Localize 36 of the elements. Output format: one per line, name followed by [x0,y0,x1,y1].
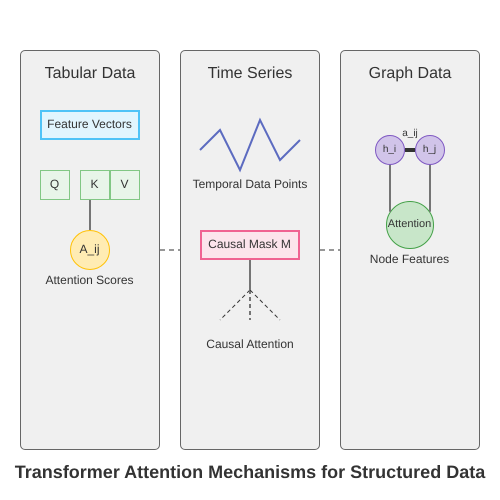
matrix-box [80,170,110,200]
panel [20,50,160,450]
panel-title: Graph Data [368,65,452,84]
connector-line [389,165,391,212]
mask-box [200,230,300,260]
diagram-title: Transformer Attention Mechanisms for Structured Data [14,462,486,483]
caption-text: Causal Attention [206,338,294,352]
caption-text: Temporal Data Points [192,178,308,192]
node-label: Attention [388,218,432,231]
panel-title: Tabular Data [44,65,136,84]
matrix-box [40,170,70,200]
node-label: h_j [422,144,436,156]
connector-line [249,260,251,290]
edge-label: a_ij [402,128,418,140]
caption-text: Attention Scores [45,274,134,288]
panel [180,50,320,450]
connector-line [89,200,91,230]
caption-text: Node Features [370,252,450,266]
box-label: Q [50,178,60,192]
box-label: V [120,178,128,192]
node-label: A_ij [79,242,100,256]
box-label: Feature Vectors [47,118,132,132]
graph-node-circle [374,134,404,164]
box-label: Causal Mask M [208,238,291,252]
attention-circle [386,200,434,248]
node-label: h_i [382,144,396,156]
connector-line [429,165,431,212]
panel-title: Time Series [208,65,292,84]
panel [340,50,480,450]
vector-box [40,110,140,140]
dashed-connector [160,249,180,251]
matrix-box [110,170,140,200]
dashed-connector [320,249,340,251]
thick-connector [405,148,415,152]
score-circle [70,230,110,270]
box-label: K [90,178,98,192]
